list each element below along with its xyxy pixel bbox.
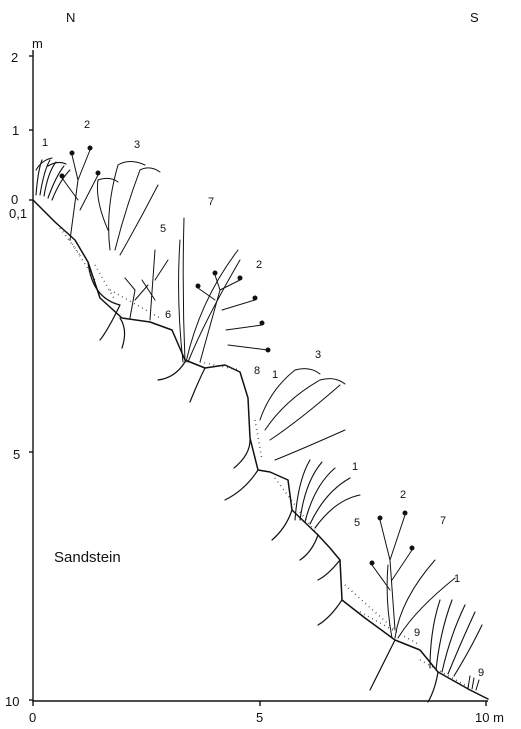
y-tick-label: 2: [11, 50, 18, 65]
plant-number: 6: [165, 309, 171, 321]
plant-number: 7: [440, 515, 446, 527]
south-label: S: [470, 10, 479, 25]
x-tick-label: 5: [256, 710, 263, 725]
plant-group: [196, 271, 270, 362]
plant-group: [430, 600, 482, 676]
plant-number: 5: [354, 517, 360, 529]
plant-number-labels: 1 2 3 5 6 7 2 8 1 3 1 5 2 7 1 9 9: [42, 119, 484, 679]
plant-number: 2: [400, 489, 406, 501]
plant-number: 1: [454, 573, 460, 585]
plant-group: [179, 218, 240, 362]
plant-number: 7: [208, 196, 214, 208]
y-axis-unit: m: [32, 36, 43, 51]
x-tick-label: 0: [29, 710, 36, 725]
plant-number: 1: [272, 369, 278, 381]
plant-group: [295, 460, 360, 528]
y-tick-label: 5: [13, 447, 20, 462]
north-label: N: [66, 10, 75, 25]
plant-number: 1: [42, 137, 48, 149]
y-axis: m 2 1 0 0,1 5 10: [5, 36, 43, 709]
plant-number: 8: [254, 365, 260, 377]
plant-number: 9: [478, 667, 484, 679]
plant-number: 9: [414, 627, 420, 639]
y-tick-label: 0: [11, 192, 18, 207]
y-tick-label: 1: [12, 123, 19, 138]
plant-number: 3: [134, 139, 140, 151]
plant-number: 5: [160, 223, 166, 235]
plant-group: [260, 369, 345, 460]
plant-group: [370, 511, 414, 630]
x-axis: 0 5 10 m: [29, 701, 504, 725]
plant-number: 2: [84, 119, 90, 131]
plant-number: 3: [315, 349, 321, 361]
plant-group: [97, 162, 160, 256]
x-tick-label: 10 m: [475, 710, 504, 725]
plant-group: [36, 158, 70, 200]
substrate-label: Sandstein: [54, 549, 121, 566]
plant-number: 1: [352, 461, 358, 473]
plant-group: [125, 250, 168, 320]
y-tick-label: 10: [5, 694, 19, 709]
plant-group: [60, 146, 100, 240]
y-tick-label: 0,1: [9, 206, 27, 221]
plant-number: 2: [256, 259, 262, 271]
